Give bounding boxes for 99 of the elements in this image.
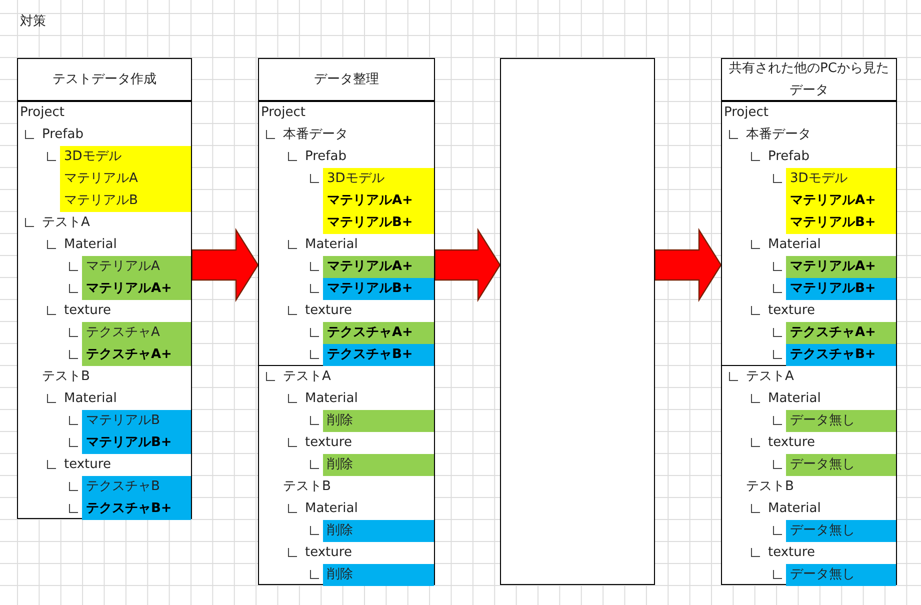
tree-item: texture — [305, 434, 352, 452]
tree-item: Material — [64, 390, 117, 408]
tree-item: データ無し — [790, 412, 855, 430]
block-arrow — [654, 228, 722, 302]
process-box — [500, 58, 655, 585]
tree-item: テクスチャB+ — [790, 346, 876, 364]
highlighted-cell — [786, 410, 896, 432]
tree-item: 削除 — [327, 412, 353, 430]
tree-item: マテリアルA+ — [327, 192, 413, 210]
tree-item: 3Dモデル — [790, 170, 848, 188]
tree-item: マテリアルA+ — [327, 258, 413, 276]
tree-item: Project — [261, 104, 306, 122]
highlighted-cell — [323, 344, 434, 366]
tree-item: テクスチャA+ — [327, 324, 413, 342]
tree-item: テクスチャA — [86, 324, 160, 342]
page-title: 対策 — [20, 13, 46, 30]
tree-item: データ無し — [790, 522, 855, 540]
highlighted-cell — [323, 168, 434, 234]
tree-item: マテリアルB+ — [86, 434, 172, 452]
column-heading-box — [258, 58, 435, 101]
tree-item: マテリアルB — [64, 192, 138, 210]
highlighted-cell — [323, 278, 434, 300]
highlighted-cell — [786, 256, 896, 278]
highlighted-cell — [786, 322, 896, 344]
tree-item: マテリアルB+ — [790, 280, 876, 298]
tree-item: Project — [20, 104, 64, 122]
tree-item: texture — [305, 302, 352, 320]
tree-item: マテリアルB+ — [327, 214, 413, 232]
tree-item: texture — [64, 456, 111, 474]
tree-item: Material — [305, 500, 358, 518]
tree-panel — [721, 101, 897, 585]
highlighted-cell — [323, 256, 434, 278]
tree-item: マテリアルA — [86, 258, 160, 276]
tree-item: texture — [305, 544, 352, 562]
tree-item: Material — [305, 390, 358, 408]
tree-item: テストA — [283, 368, 331, 386]
tree-panel — [17, 101, 192, 519]
highlighted-cell — [82, 322, 191, 366]
tree-item: マテリアルA+ — [790, 258, 876, 276]
highlighted-cell — [786, 344, 896, 366]
tree-item: Project — [724, 104, 768, 122]
tree-item: texture — [768, 302, 815, 320]
highlighted-cell — [82, 410, 191, 454]
tree-item: マテリアルA+ — [86, 280, 172, 298]
highlighted-cell — [786, 564, 896, 586]
column-heading: テストデータ作成 — [52, 70, 158, 88]
tree-item: テストA — [746, 368, 794, 386]
tree-item: Prefab — [305, 148, 346, 166]
highlighted-cell — [786, 520, 896, 542]
tree-item: テクスチャA+ — [86, 346, 172, 364]
tree-item: 削除 — [327, 566, 353, 584]
tree-item: 本番データ — [283, 126, 348, 144]
tree-item: テストA — [42, 214, 90, 232]
tree-item: マテリアルA — [64, 170, 138, 188]
column-heading: データ整理 — [313, 70, 380, 88]
tree-item: 3Dモデル — [64, 148, 122, 166]
tree-item: マテリアルA+ — [790, 192, 876, 210]
tree-item: Material — [768, 236, 821, 254]
column-heading-box — [17, 58, 192, 101]
column-heading: 共有された他のPCから見たデータ — [728, 60, 890, 100]
highlighted-cell — [786, 278, 896, 300]
tree-item: Prefab — [42, 126, 84, 144]
tree-item: テストB — [42, 368, 90, 386]
tree-item: texture — [64, 302, 111, 320]
highlighted-cell — [323, 564, 434, 586]
tree-item: Material — [768, 500, 821, 518]
tree-item: texture — [768, 544, 815, 562]
highlighted-cell — [786, 168, 896, 234]
tree-item: 3Dモデル — [327, 170, 384, 188]
tree-item: マテリアルB — [86, 412, 160, 430]
highlighted-cell — [82, 476, 191, 520]
tree-item: テストB — [746, 478, 794, 496]
tree-item: Prefab — [768, 148, 810, 166]
block-arrow — [434, 228, 501, 302]
tree-item: データ無し — [790, 566, 855, 584]
tree-item: Material — [64, 236, 117, 254]
highlighted-cell — [323, 454, 434, 476]
tree-item: 削除 — [327, 456, 353, 474]
tree-item: テクスチャB+ — [86, 500, 172, 518]
tree-item: データ無し — [790, 456, 855, 474]
highlighted-cell — [60, 146, 191, 212]
tree-item: texture — [768, 434, 815, 452]
tree-item: テクスチャB+ — [327, 346, 413, 364]
highlighted-cell — [323, 322, 434, 344]
tree-panel — [258, 101, 435, 585]
tree-item: Material — [305, 236, 358, 254]
block-arrow — [191, 228, 259, 302]
tree-item: マテリアルB+ — [327, 280, 413, 298]
highlighted-cell — [323, 520, 434, 542]
tree-item: テクスチャB — [86, 478, 160, 496]
highlighted-cell — [323, 410, 434, 432]
tree-item: 本番データ — [746, 126, 811, 144]
tree-item: Material — [768, 390, 821, 408]
highlighted-cell — [786, 454, 896, 476]
tree-item: テクスチャA+ — [790, 324, 876, 342]
highlighted-cell — [82, 256, 191, 300]
tree-item: 削除 — [327, 522, 353, 540]
tree-item: テストB — [283, 478, 331, 496]
tree-item: マテリアルB+ — [790, 214, 876, 232]
